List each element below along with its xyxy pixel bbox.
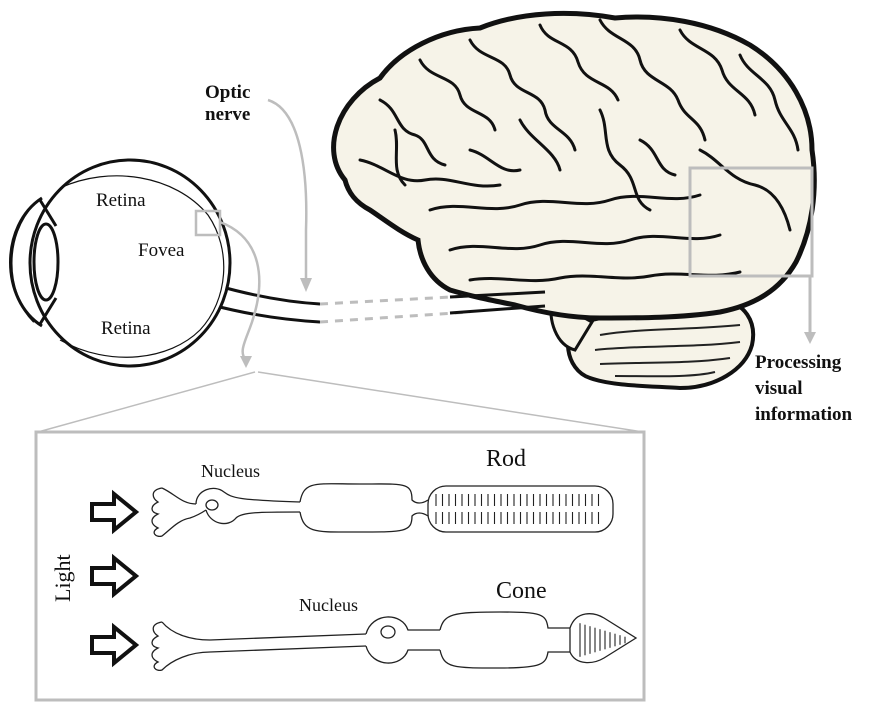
brain — [334, 13, 816, 388]
fovea-label: Fovea — [138, 240, 185, 261]
cone-nucleus-label: Nucleus — [299, 595, 358, 615]
optic-nerve-label-line-2: nerve — [205, 104, 250, 125]
lens — [34, 224, 58, 300]
processing-label-line-2: visual — [755, 378, 803, 399]
photoreceptor-panel — [36, 372, 644, 700]
retina-top-label: Retina — [96, 190, 146, 211]
cone-label: Cone — [496, 578, 547, 604]
optic-nerve-label-line-1: Optic — [205, 82, 250, 103]
retina-bottom-label: Retina — [101, 318, 151, 339]
processing-label-line-1: Processing — [755, 352, 842, 373]
processing-label-line-3: information — [755, 404, 853, 425]
rod-label: Rod — [486, 446, 526, 472]
light-label: Light — [50, 554, 75, 602]
zoom-panel-frame — [36, 432, 644, 700]
optic-nerve-arrow — [268, 100, 306, 282]
rod-nucleus-label: Nucleus — [201, 461, 260, 481]
